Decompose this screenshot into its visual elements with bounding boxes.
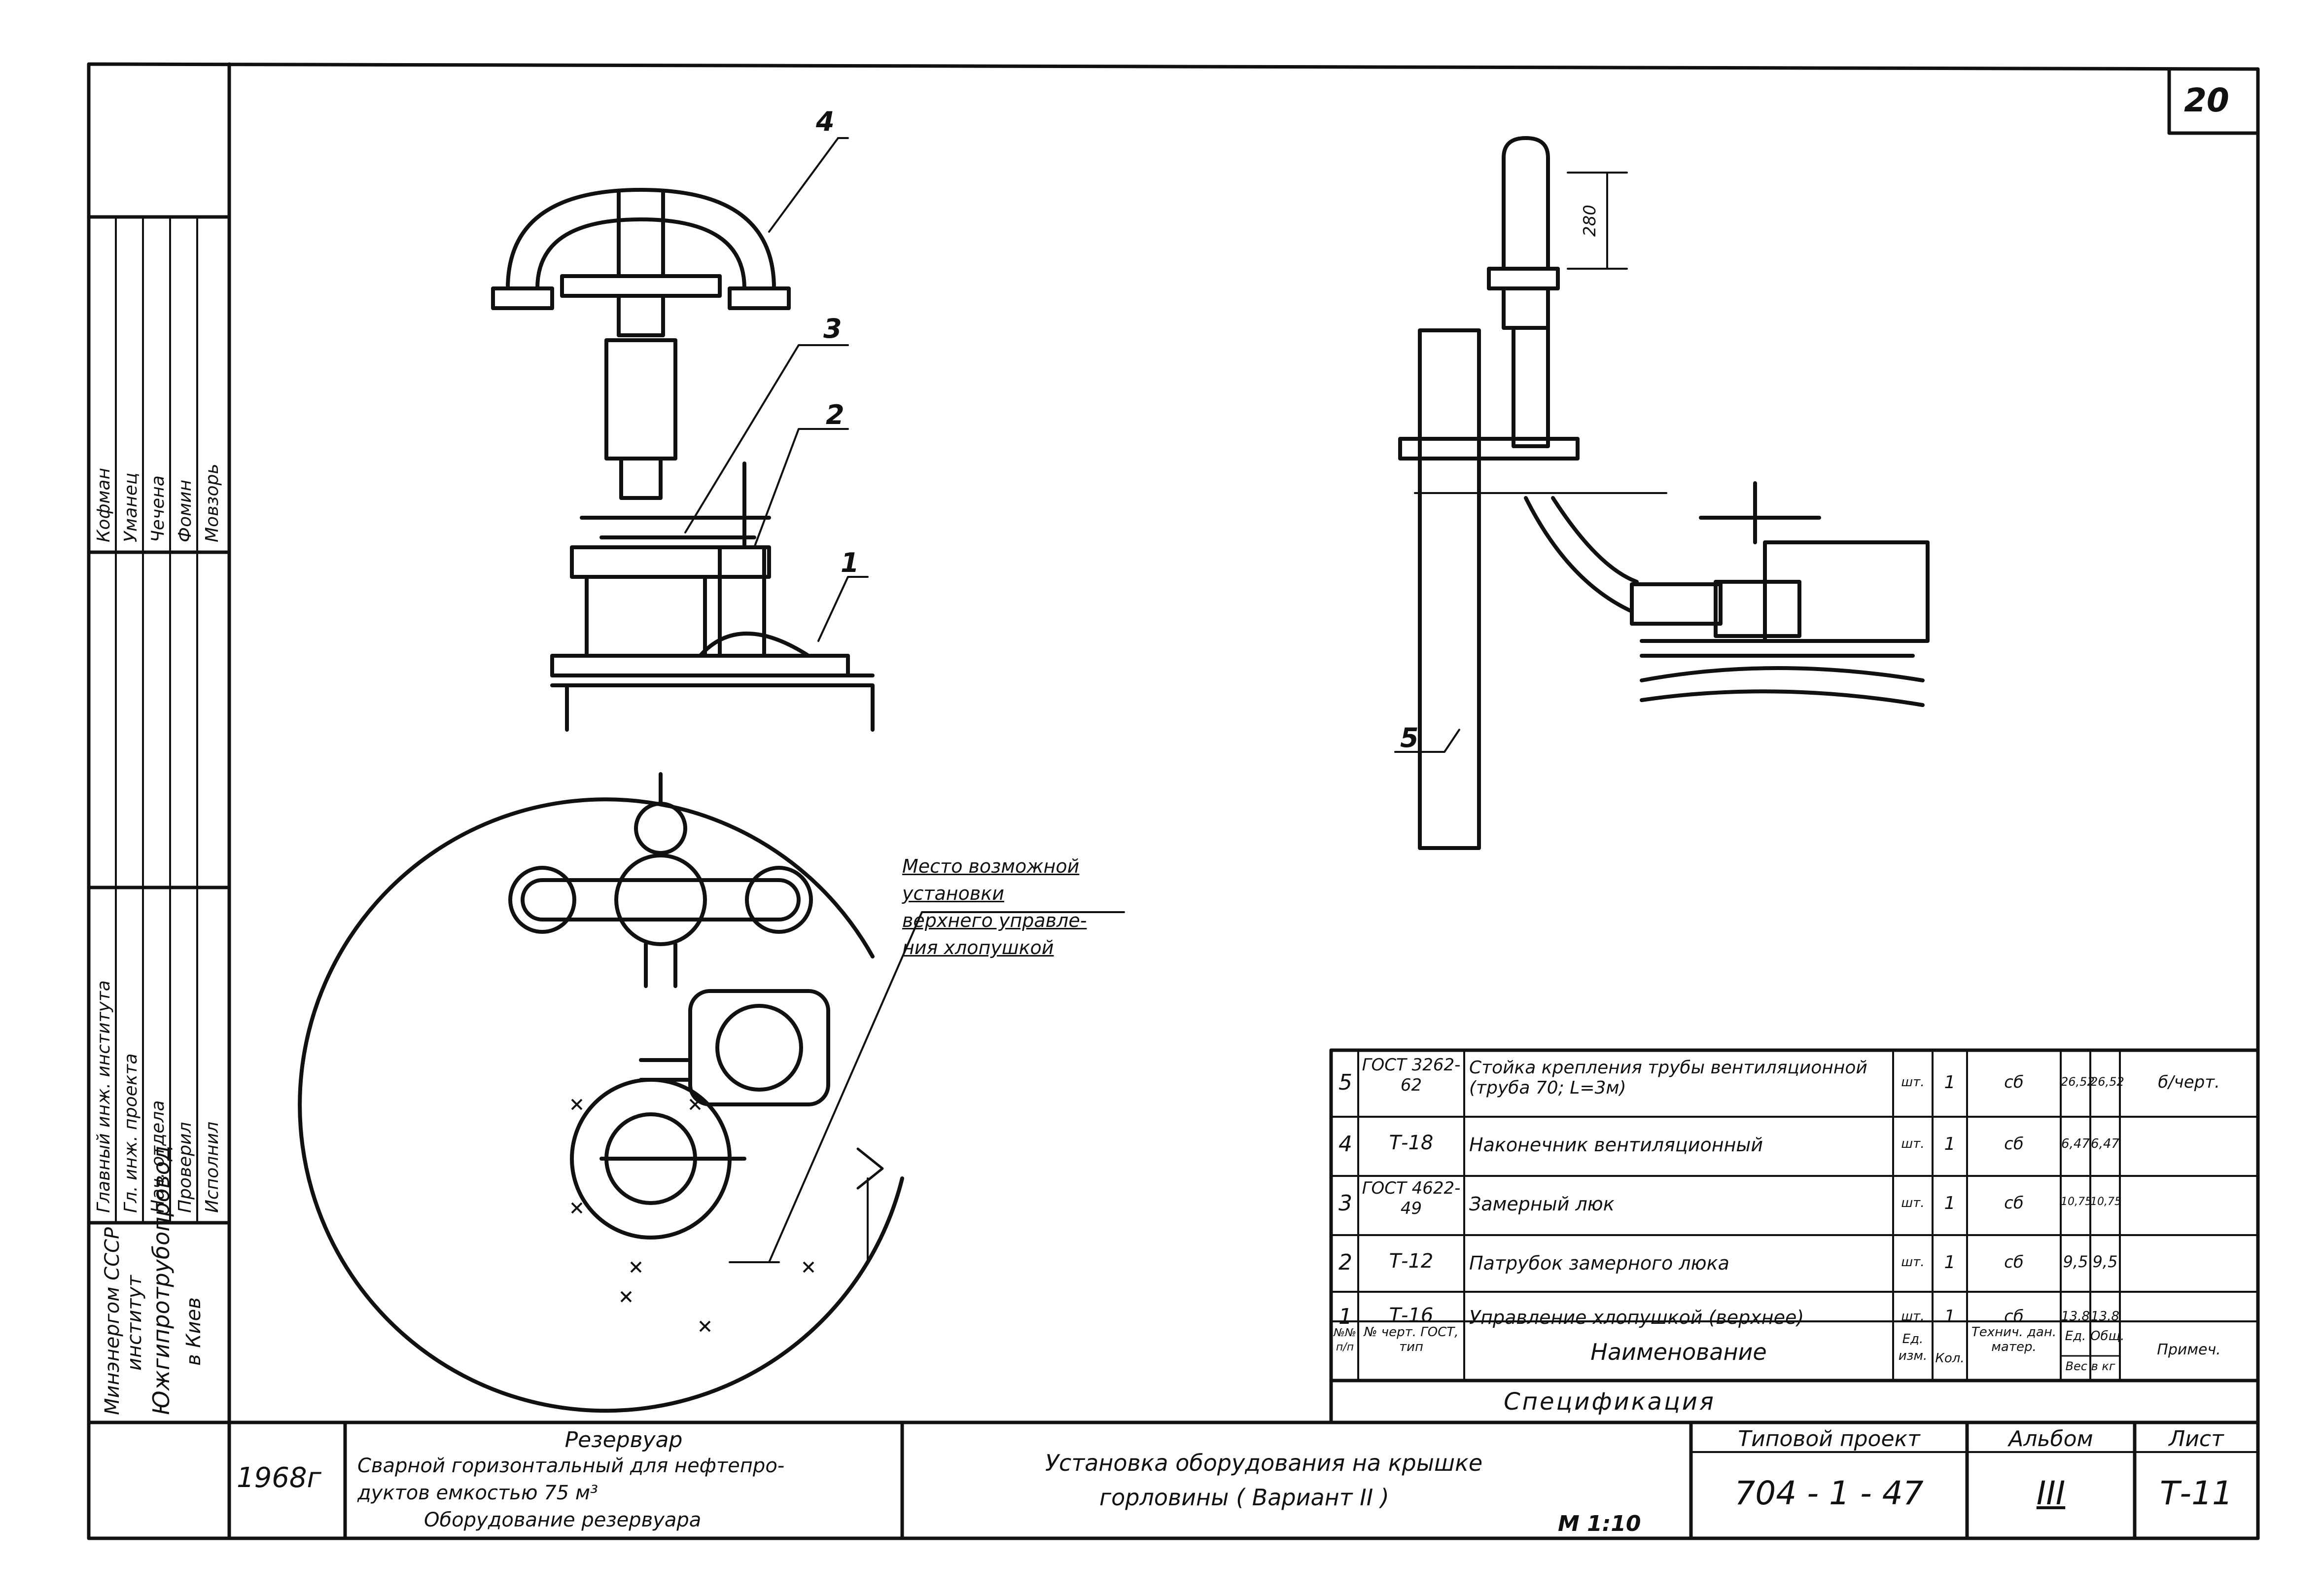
spec-name: Наконечник вентиляционный bbox=[1469, 1134, 1763, 1156]
spec-tech: сб bbox=[2004, 1252, 2024, 1272]
spec-h-no: №№ п/п bbox=[1334, 1327, 1356, 1353]
spec-h-note: Примеч. bbox=[2157, 1341, 2221, 1358]
side-view-drawing bbox=[1394, 136, 1930, 850]
callout-5: 5 bbox=[1400, 722, 1419, 753]
sheet-number-box bbox=[2167, 67, 2260, 135]
spec-h-qty: Кол. bbox=[1935, 1351, 1965, 1366]
spec-tech: сб bbox=[2004, 1193, 2024, 1213]
project-number: 704 - 1 - 47 bbox=[1734, 1474, 1924, 1512]
spec-w2: 6,47 bbox=[2091, 1136, 2119, 1151]
name-5: Мовзорь bbox=[202, 463, 222, 542]
role-1: Главный инж. института bbox=[94, 980, 114, 1213]
spec-h-name: Наименование bbox=[1590, 1339, 1767, 1365]
album-number: III bbox=[2036, 1474, 2066, 1512]
spec-w2: 26,52 bbox=[2090, 1075, 2124, 1089]
project-label: Типовой проект bbox=[1738, 1426, 1920, 1452]
org-line-1: Минэнергом СССР bbox=[101, 1227, 124, 1415]
spec-w1: 10,75 bbox=[2061, 1196, 2092, 1208]
org-line-2: институт bbox=[123, 1275, 146, 1371]
spec-h-unit: Ед. изм. bbox=[1898, 1332, 1928, 1363]
spec-note: б/черт. bbox=[2158, 1072, 2220, 1092]
spec-table-grid bbox=[1329, 1048, 2260, 1424]
spec-h-ref: № черт. ГОСТ, тип bbox=[1364, 1325, 1459, 1354]
spec-w2: 13,8 bbox=[2091, 1309, 2119, 1324]
spec-ref: ГОСТ 3262-62 bbox=[1362, 1055, 1461, 1095]
spec-name: Патрубок замерного люка bbox=[1469, 1252, 1729, 1274]
spec-unit: шт. bbox=[1901, 1136, 1925, 1151]
spec-h-weight: Вес в кг bbox=[2065, 1359, 2115, 1373]
sheet-number: 20 bbox=[2184, 81, 2229, 119]
callout-2: 2 bbox=[826, 399, 845, 430]
spec-w2: 9,5 bbox=[2092, 1252, 2118, 1271]
spec-h-w2: Общ. bbox=[2090, 1329, 2125, 1344]
role-2: Гл. инж. проекта bbox=[121, 1053, 141, 1213]
year: 1968г bbox=[237, 1462, 321, 1494]
name-3: Чечена bbox=[148, 475, 168, 542]
spec-w2: 10,75 bbox=[2090, 1196, 2121, 1208]
spec-ref: Т-16 bbox=[1389, 1304, 1434, 1327]
object-desc-2: дуктов емкостью 75 м³ bbox=[357, 1482, 598, 1504]
object-title: Резервуар bbox=[564, 1427, 683, 1453]
spec-no: 2 bbox=[1338, 1250, 1352, 1275]
spec-h-w1: Ед. bbox=[2065, 1329, 2086, 1344]
spec-qty: 1 bbox=[1944, 1134, 1956, 1154]
name-4: Фомин bbox=[175, 479, 195, 542]
spec-qty: 1 bbox=[1944, 1072, 1956, 1093]
note-line-4: ния хлопушкой bbox=[902, 937, 1054, 958]
role-4: Проверил bbox=[175, 1122, 195, 1213]
spec-no: 1 bbox=[1338, 1304, 1352, 1329]
sheet-label: Лист bbox=[2169, 1426, 2224, 1452]
note-line-1: Место возможной bbox=[902, 855, 1080, 877]
role-5: Исполнил bbox=[202, 1121, 222, 1213]
spec-ref: ГОСТ 4622-49 bbox=[1362, 1178, 1461, 1218]
spec-no: 3 bbox=[1338, 1191, 1352, 1216]
spec-no: 5 bbox=[1338, 1070, 1352, 1095]
spec-tech: сб bbox=[2004, 1134, 2024, 1154]
spec-no: 4 bbox=[1338, 1132, 1352, 1157]
spec-name: Стойка крепления трубы вентиляционной (т… bbox=[1469, 1058, 1867, 1099]
spec-w1: 26,52 bbox=[2061, 1075, 2095, 1089]
spec-qty: 1 bbox=[1944, 1193, 1956, 1213]
callout-4: 4 bbox=[816, 106, 835, 137]
role-3: Нач. отдела bbox=[148, 1100, 168, 1213]
spec-tech: сб bbox=[2004, 1072, 2024, 1092]
spec-tech: сб bbox=[2004, 1307, 2024, 1326]
spec-unit: шт. bbox=[1901, 1255, 1925, 1270]
spec-unit: шт. bbox=[1901, 1075, 1925, 1090]
spec-ref: Т-18 bbox=[1389, 1132, 1434, 1154]
note-line-3: верхнего управле- bbox=[902, 910, 1087, 931]
note-line-2: установки bbox=[902, 883, 1004, 904]
spec-w1: 13,8 bbox=[2061, 1309, 2090, 1324]
spec-unit: шт. bbox=[1901, 1309, 1925, 1324]
spec-h-tech: Технич. дан. матер. bbox=[1971, 1325, 2057, 1354]
spec-unit: шт. bbox=[1901, 1196, 1925, 1210]
spec-w1: 9,5 bbox=[2063, 1252, 2088, 1271]
scale: М 1:10 bbox=[1558, 1511, 1641, 1536]
sheet-frame bbox=[87, 62, 2260, 1540]
name-1: Кофман bbox=[94, 467, 114, 542]
plan-view-drawing bbox=[298, 772, 1125, 1413]
album-label: Альбом bbox=[2008, 1426, 2093, 1452]
sheet-code: Т-11 bbox=[2159, 1474, 2233, 1512]
name-2: Уманец bbox=[121, 472, 141, 542]
spec-w1: 6,47 bbox=[2061, 1136, 2090, 1151]
object-desc-1: Сварной горизонтальный для нефтепро- bbox=[357, 1454, 785, 1477]
spec-name: Замерный люк bbox=[1469, 1193, 1615, 1215]
drawing-title-1: Установка оборудования на крышке bbox=[1045, 1450, 1483, 1476]
spec-qty: 1 bbox=[1944, 1307, 1956, 1327]
object-sub: Оборудование резервуара bbox=[424, 1509, 702, 1531]
spec-qty: 1 bbox=[1944, 1252, 1956, 1273]
drawing-title-2: горловины ( Вариант II ) bbox=[1099, 1484, 1389, 1511]
spec-ref: Т-12 bbox=[1389, 1250, 1434, 1273]
callout-1: 1 bbox=[841, 547, 859, 578]
spec-title: Спецификация bbox=[1504, 1388, 1716, 1416]
org-line-4: в Киев bbox=[182, 1297, 205, 1366]
front-view-drawing bbox=[491, 137, 875, 732]
callout-3: 3 bbox=[823, 313, 842, 344]
spec-name: Управление хлопушкой (верхнее) bbox=[1469, 1307, 1804, 1328]
dimension-280: 280 bbox=[1580, 205, 1600, 237]
